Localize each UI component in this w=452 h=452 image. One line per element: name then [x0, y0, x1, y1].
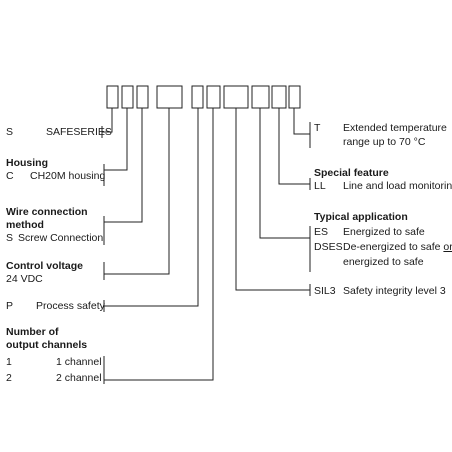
code-box [106, 85, 119, 109]
wire-connection-code: S [6, 232, 14, 244]
code-box [206, 85, 221, 109]
process-safety-label: Process safety [36, 300, 105, 312]
code-box [288, 85, 301, 109]
output-channels-title: Number of [6, 326, 59, 338]
code-box [251, 85, 270, 109]
channel-label: 2 channel [56, 372, 102, 384]
housing-title: Housing [6, 157, 48, 169]
dses-label-or: or [443, 241, 452, 253]
typical-application-title: Typical application [314, 211, 408, 223]
temperature-code: T [314, 122, 321, 134]
channel-label: 1 channel [56, 356, 102, 368]
special-feature-code: LL [314, 180, 326, 192]
sil-code: SIL3 [314, 285, 336, 297]
code-box [121, 85, 134, 109]
dses-label-2: energized to safe [343, 256, 424, 268]
process-safety-code: P [6, 300, 14, 312]
series-code: S [6, 126, 14, 138]
wire-connection-title-2: method [6, 219, 44, 231]
series-label: SAFESERIES [46, 126, 112, 138]
dses-code: DSES [314, 241, 343, 253]
code-box [271, 85, 287, 109]
dses-label-part: De-energized to safe [343, 241, 444, 253]
es-code: ES [314, 226, 329, 238]
code-box [156, 85, 183, 109]
code-box [191, 85, 204, 109]
es-label: Energized to safe [343, 226, 425, 238]
sil-label: Safety integrity level 3 [343, 285, 446, 297]
housing-code: C [6, 170, 14, 182]
output-channels-title-2: output channels [6, 339, 88, 351]
control-voltage-title: Control voltage [6, 260, 84, 272]
wire-connection-title: Wire connection [6, 206, 88, 218]
temperature-label: Extended temperature [343, 122, 447, 134]
code-box [136, 85, 149, 109]
special-feature-label: Line and load monitoring [343, 180, 452, 192]
temperature-label-2: range up to 70 °C [343, 136, 426, 148]
special-feature-title: Special feature [314, 167, 389, 179]
channel-code: 2 [6, 372, 12, 384]
dses-label: De-energized to safe or [343, 241, 452, 254]
code-box [223, 85, 249, 109]
control-voltage-value: 24 VDC [6, 273, 43, 285]
housing-label: CH20M housing [30, 170, 106, 182]
wire-connection-label: Screw Connection [18, 232, 104, 244]
channel-code: 1 [6, 356, 12, 368]
